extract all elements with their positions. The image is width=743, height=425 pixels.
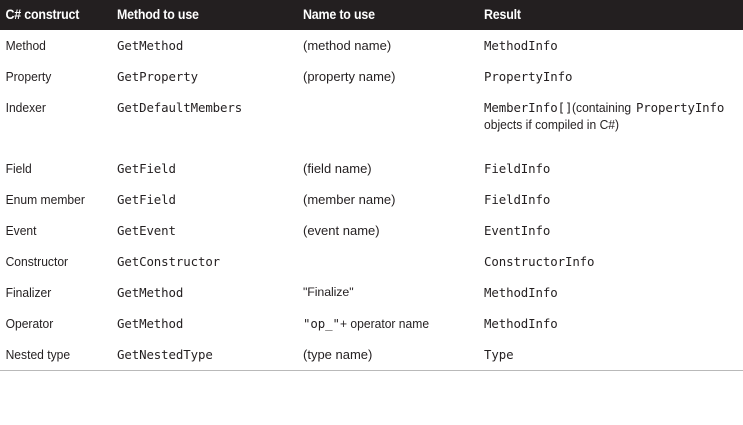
cell-method: GetProperty <box>117 61 303 92</box>
cell-result: MethodInfo <box>484 277 743 308</box>
table-row: Property GetProperty (property name) Pro… <box>0 61 743 92</box>
cell-method: GetMethod <box>117 277 303 308</box>
column-header-result: Result <box>484 7 521 22</box>
table-header-row: C# construct Method to use Name to use R… <box>0 0 743 30</box>
cell-name: "Finalize" <box>303 277 484 308</box>
cell-result: FieldInfo <box>484 153 743 184</box>
cell-method: GetMethod <box>117 308 303 339</box>
table-row: Indexer GetDefaultMembers MemberInfo[] (… <box>0 92 743 153</box>
cell-method: GetNestedType <box>117 339 303 370</box>
cell-construct: Constructor <box>0 246 109 277</box>
cell-construct: Field <box>0 153 109 184</box>
cell-method: GetConstructor <box>117 246 303 277</box>
cell-name: "op_" + operator name <box>303 308 484 339</box>
column-header-name: Name to use <box>303 7 375 22</box>
cell-construct: Property <box>0 61 109 92</box>
cell-method: GetField <box>117 184 303 215</box>
cell-construct: Nested type <box>0 339 109 370</box>
cell-name: (method name) <box>303 30 484 61</box>
cell-result: PropertyInfo <box>484 61 743 92</box>
column-header-construct: C# construct <box>5 7 80 22</box>
table-row: Finalizer GetMethod "Finalize" MethodInf… <box>0 277 743 308</box>
table-row: Operator GetMethod "op_" + operator name… <box>0 308 743 339</box>
table: C# construct Method to use Name to use R… <box>0 0 743 370</box>
cell-name: (member name) <box>303 184 484 215</box>
cell-result: MethodInfo <box>484 308 743 339</box>
cell-construct: Operator <box>0 308 109 339</box>
cell-method: GetDefaultMembers <box>117 92 303 153</box>
reflection-lookup-table: C# construct Method to use Name to use R… <box>0 0 743 371</box>
cell-construct: Indexer <box>0 92 109 153</box>
cell-result: MethodInfo <box>484 30 743 61</box>
table-row: Nested type GetNestedType (type name) Ty… <box>0 339 743 370</box>
cell-name: (property name) <box>303 61 484 92</box>
cell-construct: Enum member <box>0 184 109 215</box>
cell-name <box>303 246 484 277</box>
cell-construct: Event <box>0 215 109 246</box>
table-body: Method GetMethod (method name) MethodInf… <box>0 30 743 370</box>
cell-name: (event name) <box>303 215 484 246</box>
cell-construct: Method <box>0 30 109 61</box>
table-header: C# construct Method to use Name to use R… <box>0 0 743 30</box>
cell-result: MemberInfo[] (containing PropertyInfo ob… <box>484 92 743 153</box>
cell-result: Type <box>484 339 743 370</box>
cell-name: (field name) <box>303 153 484 184</box>
cell-result-rich: MemberInfo[] (containing PropertyInfo ob… <box>484 100 725 132</box>
table-row: Method GetMethod (method name) MethodInf… <box>0 30 743 61</box>
cell-name <box>303 92 484 153</box>
cell-result: EventInfo <box>484 215 743 246</box>
cell-method: GetField <box>117 153 303 184</box>
cell-result: FieldInfo <box>484 184 743 215</box>
column-header-method: Method to use <box>117 7 199 22</box>
cell-method: GetEvent <box>117 215 303 246</box>
cell-construct: Finalizer <box>0 277 109 308</box>
table-row: Field GetField (field name) FieldInfo <box>0 153 743 184</box>
cell-result: ConstructorInfo <box>484 246 743 277</box>
table-row: Event GetEvent (event name) EventInfo <box>0 215 743 246</box>
cell-name: (type name) <box>303 339 484 370</box>
cell-method: GetMethod <box>117 30 303 61</box>
cell-name-rich: "op_" + operator name <box>303 316 429 331</box>
table-row: Constructor GetConstructor ConstructorIn… <box>0 246 743 277</box>
table-bottom-rule <box>0 370 743 371</box>
table-row: Enum member GetField (member name) Field… <box>0 184 743 215</box>
